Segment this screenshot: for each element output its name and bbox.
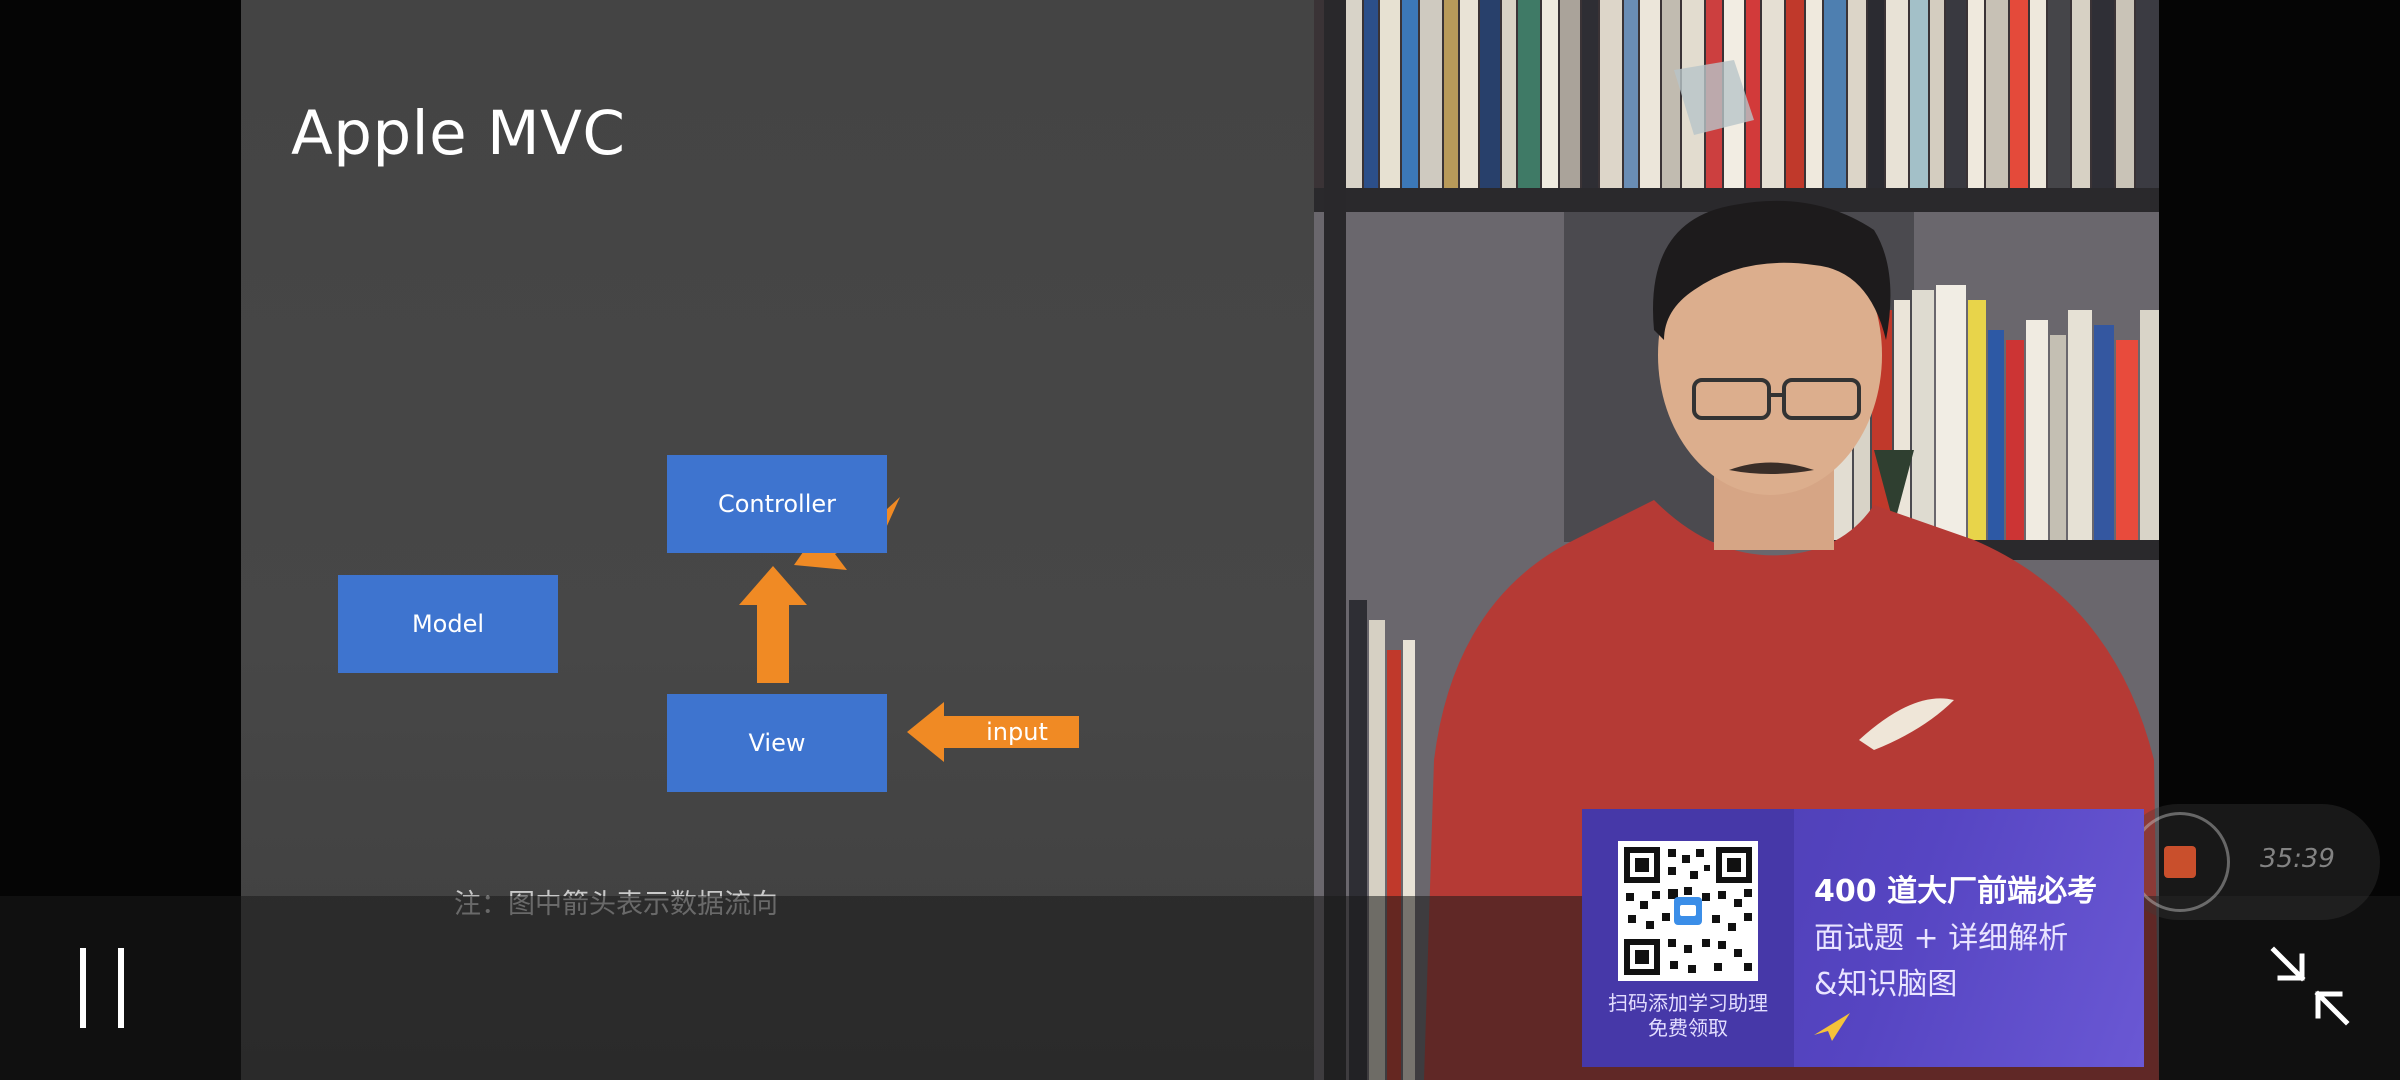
pause-icon (80, 948, 86, 1028)
promo-banner[interactable]: 扫码添加学习助理 免费领取 400 道大厂前端必考 面试题 + 详细解析 &知识… (1582, 809, 2144, 1067)
qr-caption: 扫码添加学习助理 免费领取 (1582, 991, 1794, 1041)
qr-code-icon (1618, 841, 1758, 981)
pause-button[interactable] (80, 948, 124, 1028)
promo-subline: 面试题 + 详细解析 (1814, 921, 2069, 956)
top-shelf-books (1344, 0, 2159, 190)
arrow-view-to-controller (739, 566, 807, 683)
qr-caption-line1: 扫码添加学习助理 (1608, 991, 1768, 1015)
model-box: Model (338, 575, 558, 673)
send-icon (1814, 1013, 1850, 1041)
record-widget[interactable]: 35:39 (2120, 804, 2380, 920)
promo-qr-zone: 扫码添加学习助理 免费领取 (1582, 809, 1794, 1067)
promo-headline: 400 道大厂前端必考 (1814, 874, 2098, 909)
promo-subline-2: &知识脑图 (1814, 967, 1958, 1002)
view-box: View (667, 694, 887, 792)
record-timer: 35:39 (2260, 844, 2335, 874)
slide-title: Apple MVC (291, 98, 626, 169)
controller-box: Controller (667, 455, 887, 553)
exit-fullscreen-icon[interactable] (2270, 946, 2350, 1026)
record-icon (2164, 846, 2196, 878)
arrow-input-to-view (907, 702, 1079, 762)
input-arrow-label: input (986, 718, 1048, 746)
qr-caption-line2: 免费领取 (1648, 1016, 1728, 1040)
